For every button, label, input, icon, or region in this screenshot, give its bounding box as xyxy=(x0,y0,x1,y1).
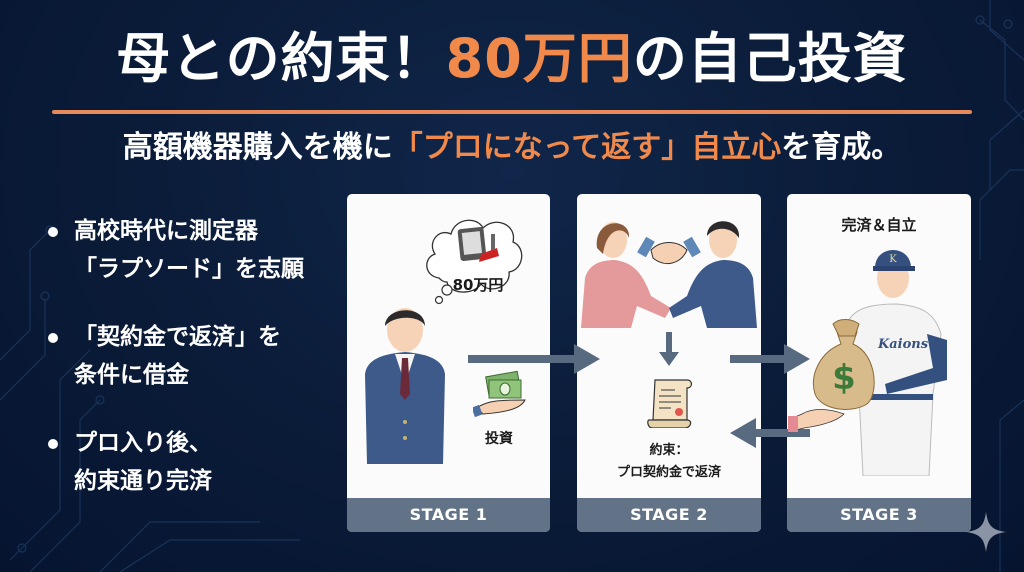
completion-caption: 完済＆自立 xyxy=(841,216,917,234)
cap-letter: K xyxy=(889,254,897,265)
arrow-right-icon xyxy=(730,344,810,374)
promise-label: 約束： プロ契約金で返済 xyxy=(616,443,721,480)
handshake-icon xyxy=(637,236,701,265)
stage-3-label: STAGE 3 xyxy=(787,498,971,532)
scroll-icon xyxy=(647,379,693,428)
money-bag-icon: $ xyxy=(813,319,875,410)
page-subtitle: 高額機器購入を機に「プロになって返す」自立心を育成。 xyxy=(30,122,994,174)
baseball-player-illustration-icon: K Kaions $ xyxy=(813,250,947,476)
student-illustration-icon xyxy=(365,308,445,464)
subtitle-accent-word: 自立心 xyxy=(691,130,782,165)
svg-text:$: $ xyxy=(832,358,856,398)
bullet-list: 高校時代に測定器 「ラプソード」を志願 「契約金で返済」を 条件に借金 プロ入り… xyxy=(48,212,338,530)
receiving-hand-icon xyxy=(788,409,845,433)
bullet-text: 「契約金で返済」を 条件に借金 xyxy=(74,324,281,388)
device-icon xyxy=(457,227,499,262)
bullet-dot-icon xyxy=(48,227,58,237)
subtitle-part1: 高額機器購入を機に xyxy=(122,130,393,165)
title-divider xyxy=(52,110,972,114)
bullet-dot-icon xyxy=(48,333,58,343)
jersey-text: Kaions xyxy=(877,337,929,352)
handshake-illustration-icon xyxy=(581,221,757,328)
subtitle-part2: を育成。 xyxy=(781,130,902,165)
thought-cloud-icon xyxy=(426,219,523,305)
bullet-dot-icon xyxy=(48,439,58,449)
title-amount: 80万円 xyxy=(445,27,633,90)
bullet-text: 高校時代に測定器 「ラプソード」を志願 xyxy=(74,218,304,282)
stage-2-label: STAGE 2 xyxy=(577,498,761,532)
page-title: 母との約束！80万円の自己投資 xyxy=(30,24,994,94)
bullet-item: 高校時代に測定器 「ラプソード」を志願 xyxy=(48,212,338,288)
money-hand-icon xyxy=(473,370,526,418)
arrow-right-icon xyxy=(468,344,600,374)
title-part2: の自己投資 xyxy=(632,27,908,90)
thought-amount: 80万円 xyxy=(452,276,504,294)
sparkle-icon xyxy=(966,512,1006,552)
arrow-left-icon xyxy=(730,418,810,448)
bullet-item: プロ入り後、 約束通り完済 xyxy=(48,424,338,500)
invest-label: 投資 xyxy=(485,431,513,447)
arrow-down-icon xyxy=(659,332,679,366)
title-part1: 母との約束！ xyxy=(116,27,446,90)
subtitle-accent-quote: 「プロになって返す」 xyxy=(392,130,692,165)
stage-1-label: STAGE 1 xyxy=(347,498,550,532)
bullet-item: 「契約金で返済」を 条件に借金 xyxy=(48,318,338,394)
bullet-text: プロ入り後、 約束通り完済 xyxy=(74,430,212,494)
stage-card-3: 完済＆自立 K Kaions $ STAGE 3 xyxy=(787,194,971,532)
